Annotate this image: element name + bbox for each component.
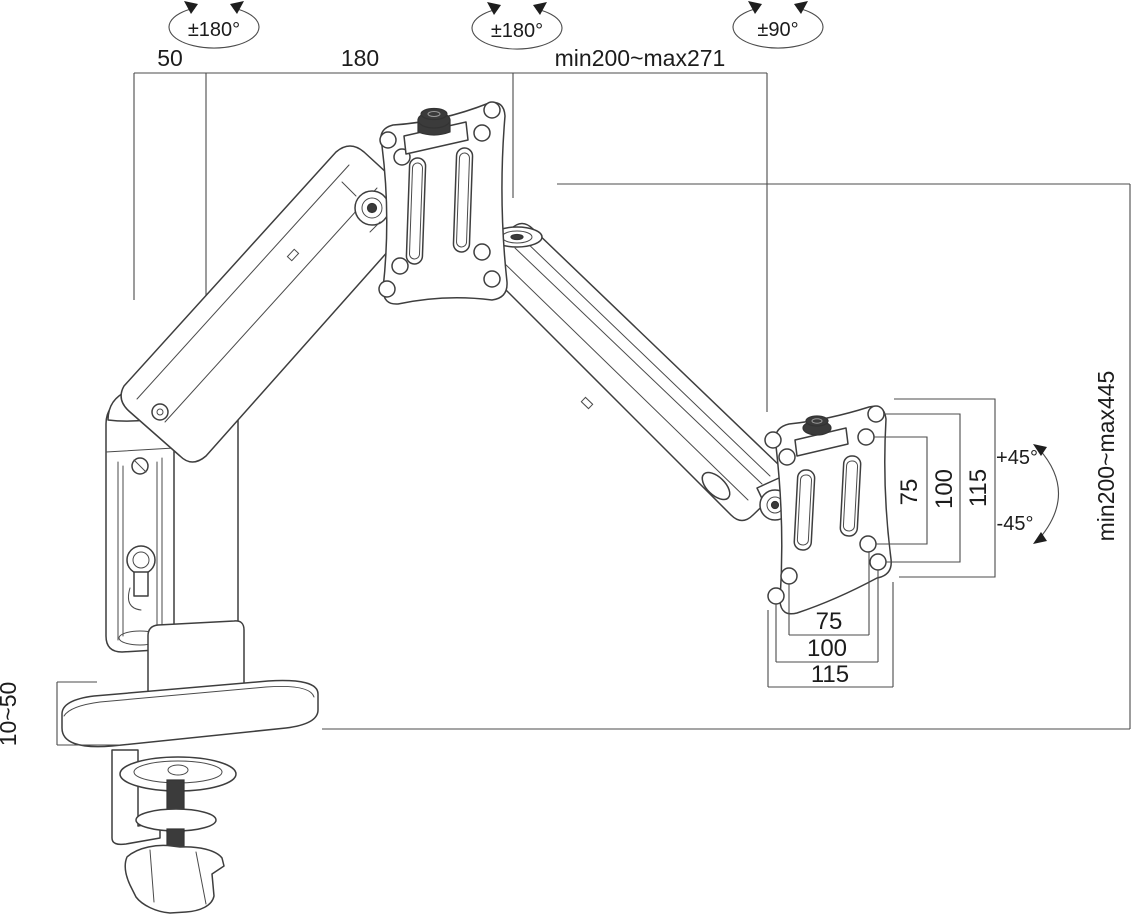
dim-vesa-side-middle: 100	[931, 469, 958, 509]
dim-tilt-up: +45°	[996, 447, 1038, 469]
base-and-desk-plate	[61, 620, 319, 748]
dim-clamp-range: 10~50	[0, 682, 21, 747]
dim-top-base-offset: 50	[157, 45, 183, 71]
cable-connector	[126, 545, 156, 575]
clamp-wing-knob	[124, 844, 225, 914]
dim-vesa-side-outer: 115	[965, 469, 992, 507]
dim-vesa-bottom-outer: 115	[811, 661, 849, 688]
desk-clamp	[111, 749, 237, 914]
vesa-plate-right	[764, 405, 892, 615]
monitor-arm-line-art	[61, 101, 892, 914]
dim-top-reach: min200~max271	[555, 45, 726, 71]
rotation-label-joint1: ±180°	[188, 19, 240, 41]
rotation-arc-joint2: ±180°	[471, 2, 563, 50]
dim-vesa-bottom-brackets: 75 100 115	[767, 552, 894, 688]
dim-vesa-bottom-inner: 75	[816, 608, 843, 635]
dim-top-lower-arm: 180	[341, 45, 379, 71]
rear-plate-knob	[802, 415, 832, 436]
dim-vesa-bottom-middle: 100	[807, 635, 847, 662]
dimension-annotations: ±180° ±180° ±90° 50 180 min200~max271 mi…	[0, 1, 1119, 746]
clamp-washer	[135, 808, 217, 832]
dim-clamp-bracket: 10~50	[0, 681, 120, 747]
vesa-plate-front	[378, 101, 508, 305]
dim-vesa-side-inner: 75	[896, 479, 923, 506]
rotation-arc-joint1: ±180°	[168, 1, 260, 49]
rotation-arc-joint3: ±90°	[732, 1, 824, 49]
front-plate-knob	[417, 107, 451, 136]
dim-tilt: +45° -45°	[996, 444, 1059, 544]
dim-tilt-down: -45°	[997, 513, 1034, 535]
front-plate-ball-joint	[341, 181, 390, 233]
lower-arm-pivot	[151, 403, 169, 421]
rotation-label-joint2: ±180°	[491, 20, 543, 42]
upper-arm	[482, 222, 787, 522]
dim-height-range: min200~max445	[1093, 371, 1119, 542]
dim-vesa-side-brackets: 75 100 115	[874, 398, 996, 578]
rotation-label-joint3: ±90°	[757, 19, 798, 41]
